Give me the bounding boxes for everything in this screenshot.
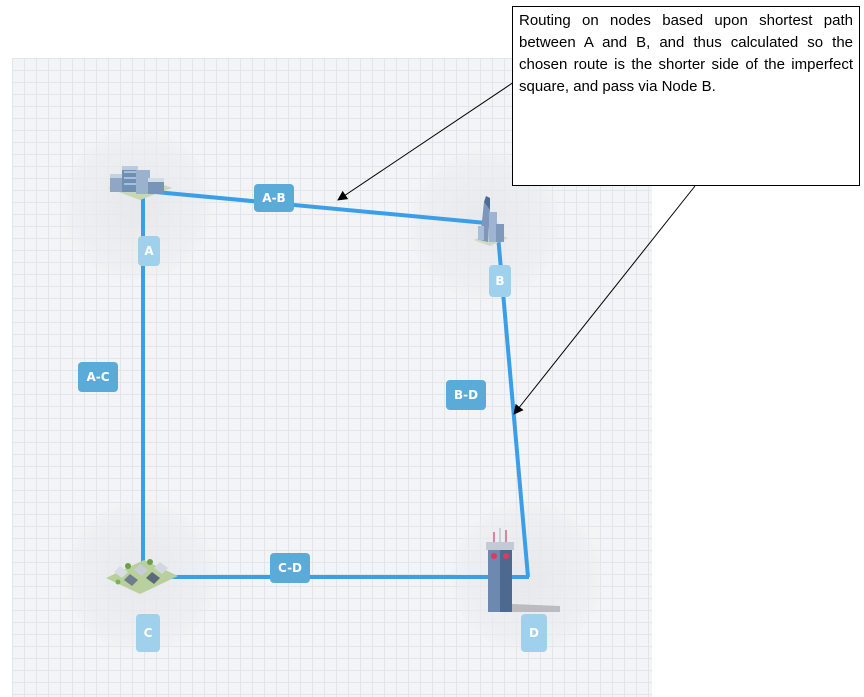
residential-houses-icon[interactable] [106,559,178,594]
annotation-callout: Routing on nodes based upon shortest pat… [512,6,860,186]
data-tower-icon[interactable] [486,528,560,612]
link-label-b-d[interactable]: B-D [446,380,486,410]
link-label-a-b[interactable]: A-B [254,184,294,212]
link-label-a-c[interactable]: A-C [78,362,118,392]
annotation-text: Routing on nodes based upon shortest pat… [519,12,853,95]
node-label-b[interactable]: B [489,265,511,297]
link-label-c-d[interactable]: C-D [270,553,310,583]
node-label-a[interactable]: A [138,236,160,266]
link-a-b[interactable] [144,189,498,226]
office-buildings-icon[interactable] [108,166,172,200]
node-a-halo [62,130,212,280]
callout-arrow-to-link-b-d [513,185,696,415]
node-label-c[interactable]: C [136,614,160,652]
node-label-d[interactable]: D [521,614,547,652]
callout-arrow-to-link-a-b [337,81,515,201]
skyscraper-icon[interactable] [474,196,508,246]
